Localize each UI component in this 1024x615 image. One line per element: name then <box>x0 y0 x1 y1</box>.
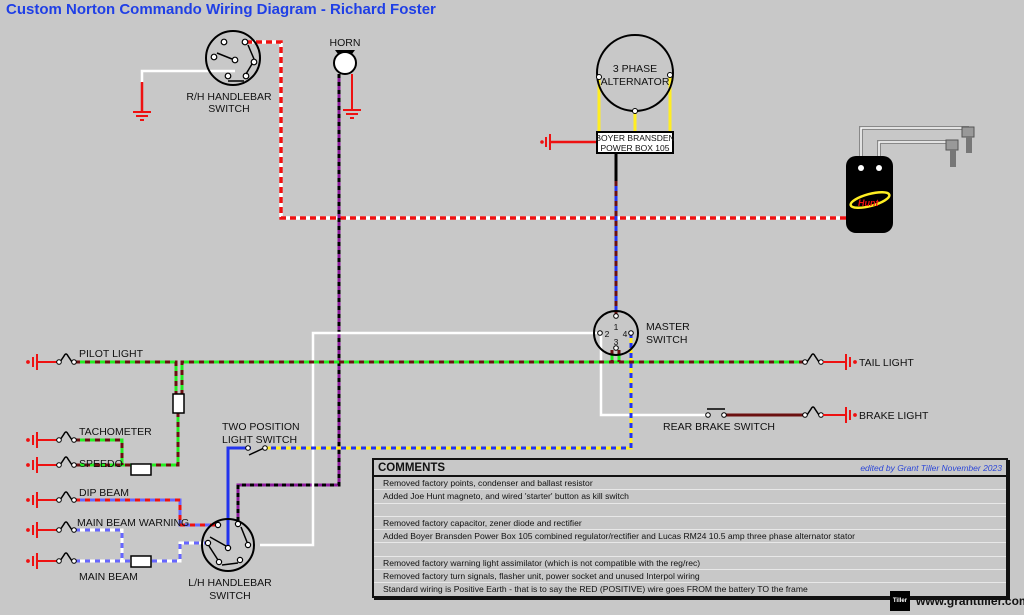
lamp-label: TAIL LIGHT <box>859 357 914 369</box>
bulb-icon <box>802 353 824 365</box>
lamp-dip: DIP BEAM <box>26 487 129 508</box>
resistor-speedo <box>130 463 152 476</box>
comments-header: COMMENTS edited by Grant Tiller November… <box>374 460 1006 477</box>
two-pos-label-2: LIGHT SWITCH <box>222 434 297 446</box>
diagram-title: Custom Norton Commando Wiring Diagram - … <box>6 1 436 18</box>
website-link[interactable]: www.granttiller.com <box>916 594 1024 608</box>
comments-editor: edited by Grant Tiller November 2023 <box>860 462 1002 473</box>
two-position-light-switch: TWO POSITION LIGHT SWITCH <box>222 421 300 456</box>
resistor-main-beam <box>130 555 152 568</box>
ground-icon <box>343 109 361 119</box>
lamp-tacho: TACHOMETER <box>26 426 152 448</box>
rh-switch-label-2: SWITCH <box>208 103 249 115</box>
lamp-main: MAIN BEAM <box>26 552 138 583</box>
comment-row <box>374 543 1006 557</box>
wire-two-pos-blue <box>226 446 251 548</box>
comment-row: Removed factory turn signals, flasher un… <box>374 570 1006 584</box>
ground-icon <box>26 492 58 508</box>
lamp-label: TACHOMETER <box>79 426 152 438</box>
ground-icon <box>26 457 58 473</box>
master-terminal-4: 4 <box>623 329 628 339</box>
comment-row: Added Joe Hunt magneto, and wired 'start… <box>374 490 1006 504</box>
bulb-icon <box>56 521 77 533</box>
rh-switch-label: R/H HANDLEBAR <box>186 91 272 103</box>
lh-handlebar-switch: L/H HANDLEBAR SWITCH <box>188 518 272 602</box>
power-box: BOYER BRANSDEN POWER BOX 105 <box>595 131 675 154</box>
two-pos-label: TWO POSITION <box>222 421 300 433</box>
resistor-pilot <box>172 393 185 414</box>
wire-horn <box>236 74 341 524</box>
comment-row <box>374 504 1006 517</box>
lamp-speedo: SPEEDO <box>26 456 123 473</box>
comments-panel: COMMENTS edited by Grant Tiller November… <box>372 458 1008 598</box>
master-terminal-1: 1 <box>614 322 619 332</box>
alternator: 3 PHASE ALTERNATOR <box>596 34 674 114</box>
wire-dip-beam <box>75 498 218 527</box>
wire-rh-switch-ground <box>140 69 235 112</box>
master-terminal-3: 3 <box>614 337 619 347</box>
master-switch-label: MASTER <box>646 321 690 333</box>
wire-kill-switch <box>246 40 848 220</box>
wire-main-beam <box>75 528 208 563</box>
tiller-logo: Tiller <box>890 591 910 611</box>
comments-title: COMMENTS <box>378 461 446 474</box>
ground-icon <box>823 354 857 370</box>
wire-master-blue-yellow <box>266 333 633 450</box>
rear-brake-switch: REAR BRAKE SWITCH <box>663 408 775 433</box>
bulb-icon <box>802 406 824 418</box>
horn: HORN <box>330 37 361 75</box>
comment-row: Removed factory capacitor, zener diode a… <box>374 517 1006 531</box>
lamp-main_warning: MAIN BEAM WARNING <box>26 517 189 538</box>
power-box-label: BOYER BRANSDEN <box>595 133 674 143</box>
brand-footer: Tiller www.granttiller.com <box>890 591 1024 611</box>
ground-icon <box>133 111 151 121</box>
lamp-tail: TAIL LIGHT <box>802 353 914 370</box>
magneto: Hunt <box>846 126 975 233</box>
lamp-label: SPEEDO <box>79 458 123 470</box>
lamp-label: DIP BEAM <box>79 487 129 499</box>
ground-icon <box>26 354 58 370</box>
power-box-label-2: POWER BOX 105 <box>601 143 670 153</box>
lamp-pilot: PILOT LIGHT <box>26 348 144 370</box>
comment-row: Removed factory points, condenser and ba… <box>374 477 1006 491</box>
master-switch-label-2: SWITCH <box>646 334 687 346</box>
lamp-label: PILOT LIGHT <box>79 348 144 360</box>
lamp-label: MAIN BEAM WARNING <box>77 517 189 529</box>
alternator-label: 3 PHASE <box>613 63 657 75</box>
comment-row: Added Boyer Bransden Power Box 105 combi… <box>374 530 1006 544</box>
alternator-label-2: ALTERNATOR <box>601 76 670 88</box>
comment-row: Removed factory warning light assimilato… <box>374 557 1006 571</box>
rh-handlebar-switch: R/H HANDLEBAR SWITCH <box>186 30 272 115</box>
bulb-icon <box>56 353 77 365</box>
ground-icon <box>26 522 58 538</box>
ground-icon <box>26 553 58 569</box>
bulb-icon <box>56 491 77 503</box>
ground-icon <box>26 432 58 448</box>
svg-text:Hunt: Hunt <box>858 198 879 208</box>
rear-brake-switch-label: REAR BRAKE SWITCH <box>663 421 775 433</box>
lh-switch-label: L/H HANDLEBAR <box>188 577 272 589</box>
comment-row: Standard wiring is Positive Earth - that… <box>383 584 808 595</box>
lamp-brake: BRAKE LIGHT <box>802 406 929 423</box>
bulb-icon <box>56 456 77 468</box>
bulb-icon <box>56 552 77 564</box>
master-terminal-2: 2 <box>605 329 610 339</box>
horn-label: HORN <box>330 37 361 49</box>
lamp-label: MAIN BEAM <box>79 571 138 583</box>
lamp-label: BRAKE LIGHT <box>859 410 929 422</box>
wire-master-white <box>260 331 708 547</box>
ground-icon <box>540 134 551 150</box>
wire-green-brown-bus <box>75 350 805 467</box>
master-switch: 1 2 3 4 MASTER SWITCH <box>593 310 690 356</box>
lh-switch-label-2: SWITCH <box>209 590 250 602</box>
bulb-icon <box>56 431 77 443</box>
ground-icon <box>823 407 857 423</box>
